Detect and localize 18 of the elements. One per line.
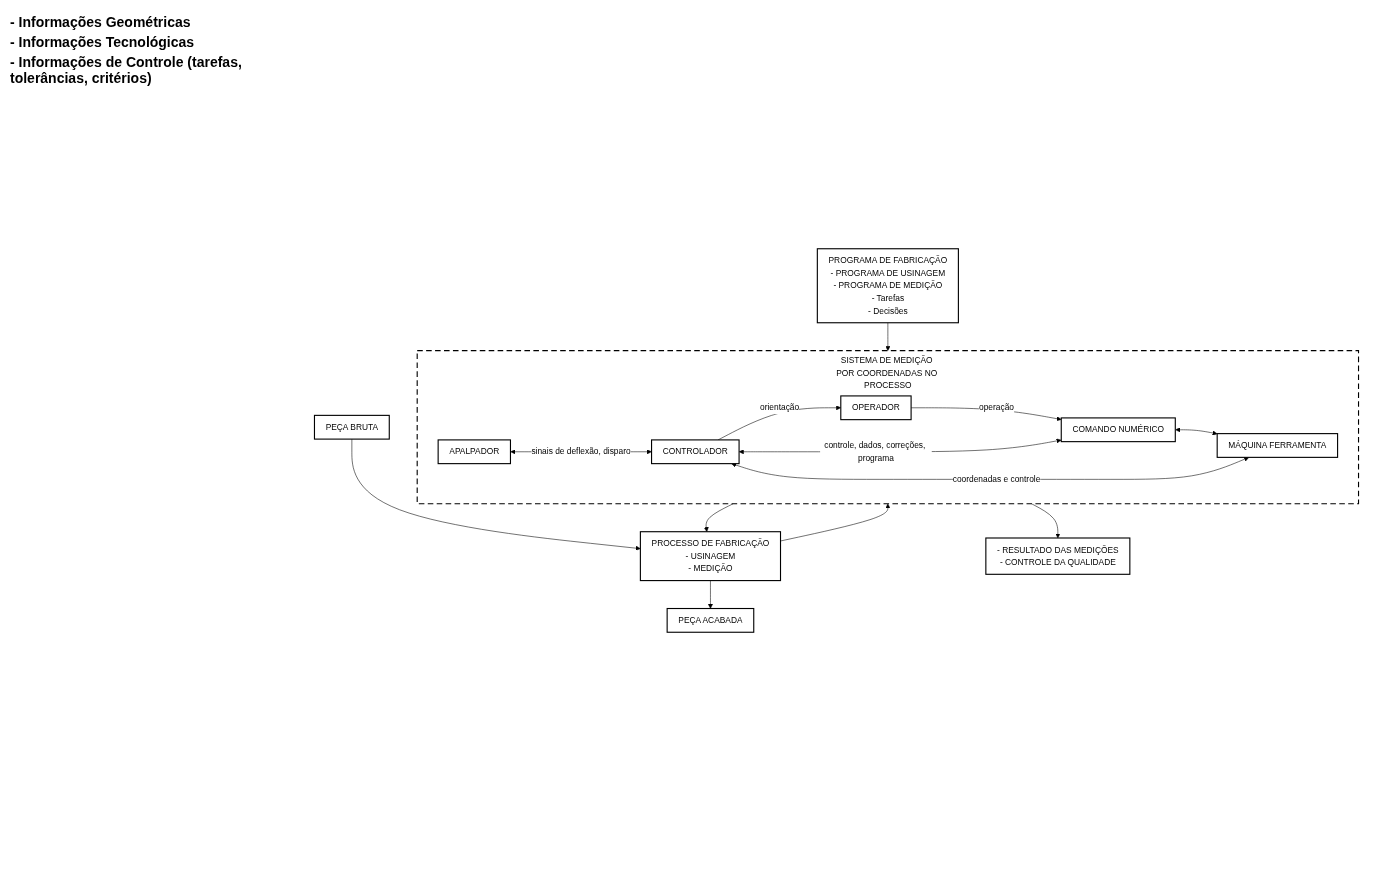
node-box: PROCESSO DE FABRICAÇÃO - USINAGEM - MEDIÇÃO: [639, 531, 782, 582]
node-box: CONTROLADOR: [651, 439, 740, 465]
edge-label: operação: [979, 402, 1014, 413]
node-box: APALPADOR: [437, 439, 511, 465]
node-box: PROGRAMA DE FABRICAÇÃO - PROGRAMA DE USINAGEM - PROGRAMA DE MEDIÇÃO - Tarefas - Decisões: [816, 248, 959, 324]
node-box: OPERADOR: [840, 395, 912, 421]
note-text: - Informações de Controle (tarefas, tolerâncias, critérios): [10, 54, 243, 86]
node-box: COMANDO NUMÉRICO: [1060, 417, 1176, 443]
node-box: MÁQUINA FERRAMENTA: [1216, 433, 1339, 458]
node-box: PEÇA ACABADA: [666, 607, 755, 633]
edge-label: sinais de deflexão, disparo: [531, 446, 631, 457]
edge-label: coordenadas e controle: [952, 474, 1041, 484]
note-text: - Informações Tecnológicas: [10, 34, 196, 50]
note-text: - Informações Geométricas: [10, 14, 192, 30]
node-box: - RESULTADO DAS MEDIÇÕES - CONTROLE DA QUALIDADE: [985, 537, 1131, 575]
edge-label: controle, dados, correções, programa: [824, 440, 926, 463]
node-box: PEÇA BRUTA: [313, 414, 390, 440]
edge-label: orientação: [760, 402, 800, 413]
